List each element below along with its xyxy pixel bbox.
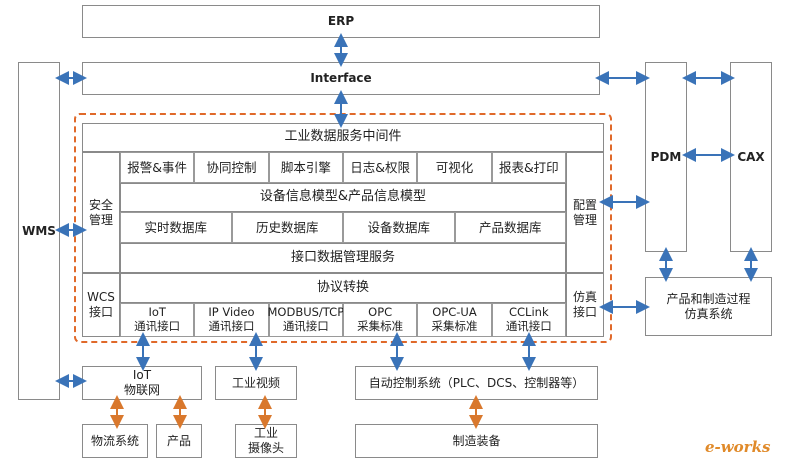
config-management: 配置 管理	[566, 152, 604, 273]
service-item: 可视化	[417, 152, 492, 183]
protocol-sub: 采集标准	[431, 319, 478, 333]
service-item: 协同控制	[194, 152, 269, 183]
protocol-sub: 通讯接口	[282, 319, 329, 333]
cax-box: CAX	[730, 62, 772, 252]
simulation-system: 产品和制造过程 仿真系统	[645, 277, 772, 336]
protocol-sub: 采集标准	[357, 319, 404, 333]
service-item: 报表&打印	[491, 152, 566, 183]
wms-box: WMS	[18, 62, 60, 400]
protocol-name: IP Video	[208, 305, 255, 320]
protocol-name: OPC	[368, 305, 393, 320]
protocol-sub: 通讯接口	[208, 319, 255, 333]
iot-network: IoT 物联网	[82, 366, 202, 400]
protocol-conversion: 协议转换	[120, 273, 566, 303]
logistics-system: 物流系统	[82, 424, 148, 458]
database-item: 实时数据库	[120, 212, 232, 243]
industrial-camera: 工业 摄像头	[235, 424, 297, 458]
simulation-interface: 仿真 接口	[566, 273, 604, 337]
protocol-sub: 通讯接口	[134, 319, 181, 333]
database-item: 设备数据库	[343, 212, 455, 243]
protocol-name: MODBUS/TCP	[267, 305, 345, 320]
protocol-sub: 通讯接口	[505, 319, 552, 333]
interface-data-service: 接口数据管理服务	[120, 243, 566, 273]
iot-label: IoT	[132, 368, 152, 382]
e-works-logo: e-works	[705, 438, 771, 456]
protocol-name: IoT	[148, 305, 166, 320]
protocol-name: OPC-UA	[432, 305, 477, 320]
wcs-interface: WCS 接口	[82, 273, 120, 337]
model-row: 设备信息模型&产品信息模型	[120, 183, 566, 212]
iot-sub-label: 物联网	[123, 383, 160, 397]
auto-control-system: 自动控制系统（PLC、DCS、控制器等）	[355, 366, 598, 400]
database-item: 历史数据库	[231, 212, 343, 243]
security-management: 安全 管理	[82, 152, 120, 273]
service-item: 脚本引擎	[268, 152, 343, 183]
service-item: 日志&权限	[343, 152, 418, 183]
service-item: 报警&事件	[120, 152, 195, 183]
protocol-name: CCLink	[509, 305, 549, 320]
industrial-video: 工业视频	[215, 366, 297, 400]
database-item: 产品数据库	[454, 212, 566, 243]
